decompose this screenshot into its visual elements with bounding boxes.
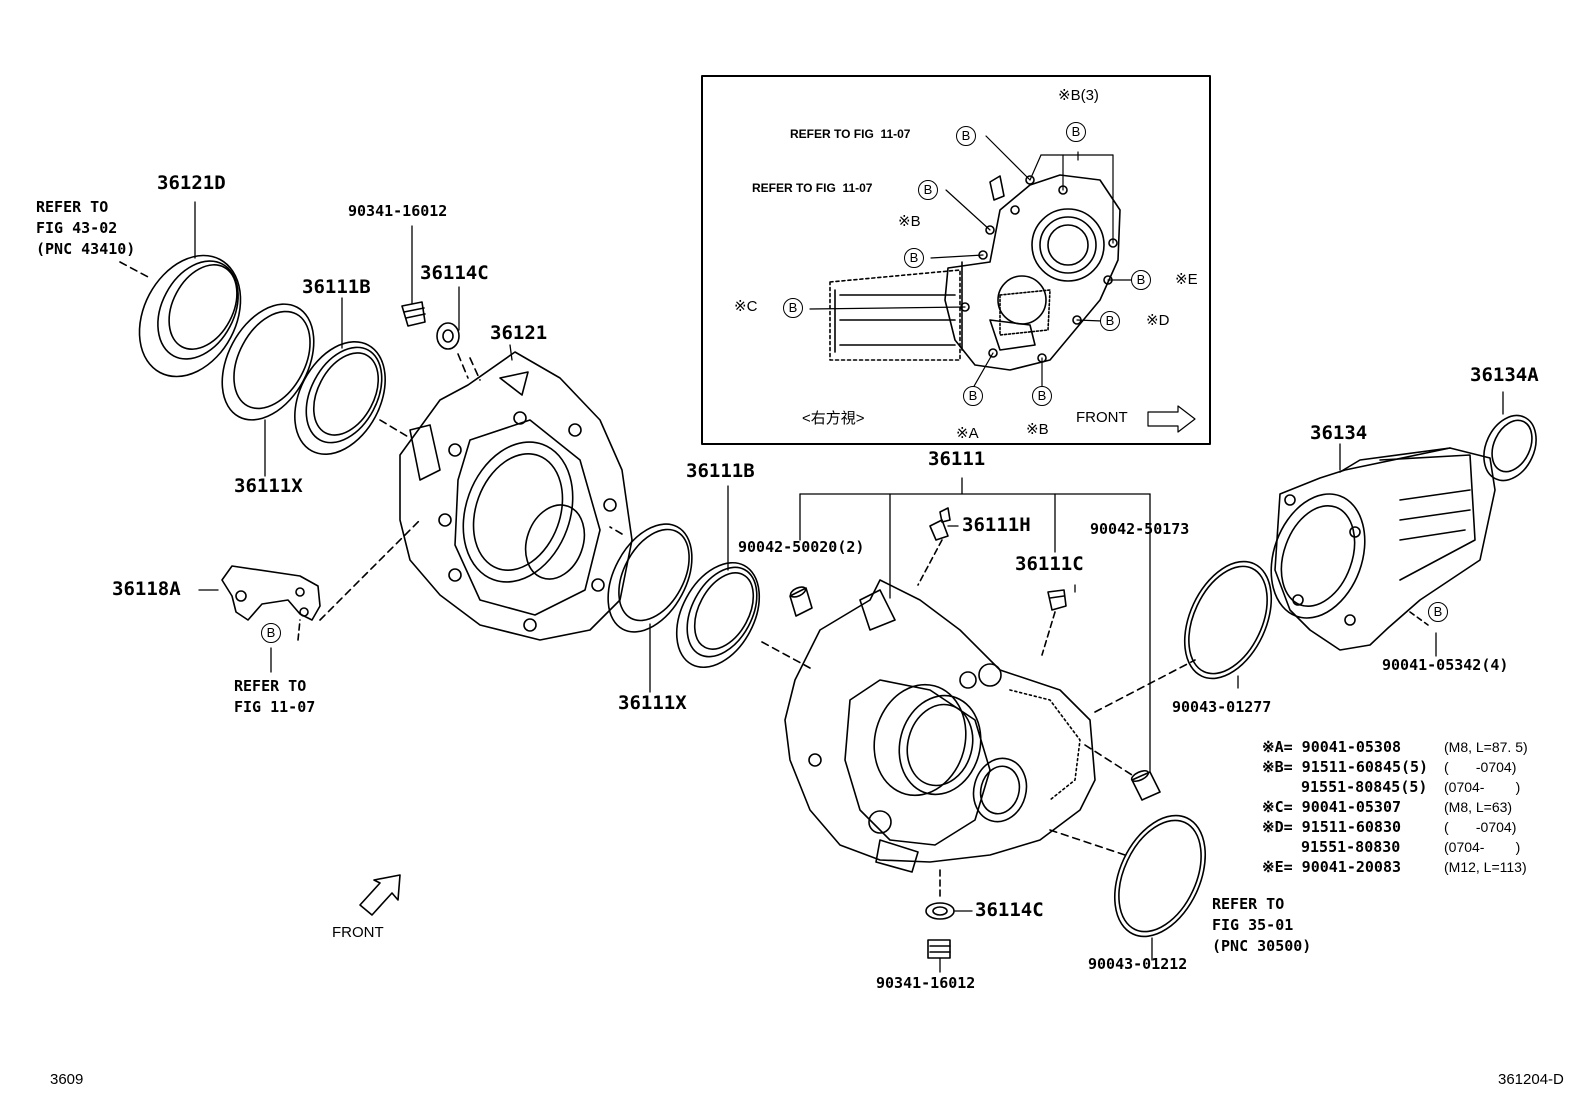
label-36111H: 36111H [962, 514, 1031, 536]
ref-fig-11-07-line1: REFER TO [234, 677, 307, 695]
label-36111X-mid: 36111X [618, 692, 687, 714]
legend-d2-key: 91551-80830 [1301, 838, 1401, 856]
label-90042-50173: 90042-50173 [1090, 520, 1190, 538]
breather-36111H [929, 507, 951, 541]
gasket-36114C-bot [925, 902, 955, 920]
legend-c-key: ※C= 90041-05307 [1262, 798, 1401, 816]
inset-xb-label: ※B [898, 213, 921, 230]
inset-refer-fig-1: REFER TO FIG 11-07 [790, 127, 911, 141]
inset-xd-label: ※D [1146, 312, 1170, 329]
label-90043-01277: 90043-01277 [1172, 698, 1272, 716]
label-36111X-top: 36111X [234, 475, 303, 497]
inset-frame [701, 75, 1211, 445]
housing-36121 [399, 351, 633, 641]
inset-housing-drawing [829, 174, 1121, 371]
footer-illustration-code: 361204-D [1498, 1071, 1564, 1088]
leader-lines [194, 201, 1504, 973]
inset-bolt-b-4: B [904, 248, 924, 268]
label-36114C-bot: 36114C [975, 899, 1044, 921]
legend-b2-key: 91551-80845(5) [1301, 778, 1428, 796]
ref-fig-43-02-line3: (PNC 43410) [36, 240, 136, 258]
inset-bolt-b-9: B [1032, 386, 1052, 406]
plug-36111C [1047, 589, 1067, 611]
label-36111B-top: 36111B [302, 276, 371, 298]
legend-b-key: ※B= 91511-60845(5) [1262, 758, 1429, 776]
inset-leader-lines [809, 135, 1196, 433]
legend-d-spec: ( -0704) [1444, 819, 1517, 835]
dowel-pin-90042-50173 [1130, 769, 1161, 801]
legend-b-spec: ( -0704) [1444, 759, 1517, 775]
footer-figure-number: 3609 [50, 1071, 84, 1088]
bracket-36118A [221, 565, 321, 621]
inset-refer-fig-2: REFER TO FIG 11-07 [752, 181, 873, 195]
case-36111 [784, 579, 1096, 873]
plug-90341-16012-bot [927, 939, 951, 959]
legend-c-spec: (M8, L=63) [1444, 799, 1513, 815]
legend-e-key: ※E= 90041-20083 [1262, 858, 1401, 876]
inset-bolt-b-7: B [1100, 311, 1120, 331]
legend-d-key: ※D= 91511-60830 [1262, 818, 1401, 836]
seal-36134A [1483, 414, 1537, 482]
legend-e-spec: (M12, L=113) [1444, 859, 1527, 875]
gasket-36114C-top [436, 322, 460, 350]
label-36121: 36121 [490, 322, 548, 344]
inset-xb2-label: ※B [1026, 421, 1049, 438]
legend-a-spec: (M8, L=87. 5) [1444, 739, 1528, 755]
label-90042-50020: 90042-50020(2) [738, 538, 865, 556]
ref-fig-11-07-line2: FIG 11-07 [234, 698, 316, 716]
label-36121D: 36121D [157, 172, 226, 194]
label-90043-01212: 90043-01212 [1088, 955, 1188, 973]
inset-bolt-b-3: B [1066, 122, 1086, 142]
bearing-36111B-mid [675, 561, 761, 669]
inset-bolt-b-6: B [1131, 270, 1151, 290]
legend-a-key: ※A= 90041-05308 [1262, 738, 1401, 756]
inset-bolt-b-2: B [918, 180, 938, 200]
label-36134A: 36134A [1470, 364, 1539, 386]
front-label: FRONT [332, 924, 384, 941]
ref-fig-35-01-line1: REFER TO [1212, 895, 1285, 913]
label-36111B-mid: 36111B [686, 460, 755, 482]
label-36114C-top: 36114C [420, 262, 489, 284]
ref-fig-43-02-line1: REFER TO [36, 198, 109, 216]
inset-b3-label: ※B(3) [1058, 87, 1099, 104]
ref-fig-43-02-line2: FIG 43-02 [36, 219, 118, 237]
label-90041-05342: 90041-05342(4) [1382, 656, 1509, 674]
inset-view-label: <右方視> [802, 410, 865, 427]
inset-xe-label: ※E [1175, 271, 1198, 288]
oring-90043-01212 [1113, 814, 1207, 938]
front-arrow-icon [359, 874, 401, 916]
label-36134: 36134 [1310, 422, 1368, 444]
dowel-pin-90042-50020 [789, 586, 813, 617]
inset-bolt-b-1: B [956, 126, 976, 146]
label-90341-16012-bot: 90341-16012 [876, 974, 976, 992]
bearing-36111B-top [294, 340, 386, 456]
ref-fig-35-01-line3: (PNC 30500) [1212, 937, 1312, 955]
inset-xa-label: ※A [956, 425, 979, 442]
bolt-b-circle-extension: B [1428, 602, 1448, 622]
label-36111C: 36111C [1015, 553, 1084, 575]
legend-d2-spec: (0704- ) [1444, 839, 1521, 855]
label-36111: 36111 [928, 448, 986, 470]
extension-housing-36134 [1270, 447, 1496, 651]
plug-90341-16012-top [401, 301, 426, 327]
legend-b2-spec: (0704- ) [1444, 779, 1521, 795]
inset-front-arrow [1147, 405, 1196, 433]
oring-90043-01277 [1183, 560, 1273, 680]
seal-36121D [138, 254, 242, 378]
inset-front-label: FRONT [1076, 409, 1128, 426]
inset-xc-label: ※C [734, 298, 758, 315]
inset-bolt-b-8: B [963, 386, 983, 406]
inset-bolt-b-5: B [783, 298, 803, 318]
label-36118A: 36118A [112, 578, 181, 600]
seal-36111X-mid [607, 523, 693, 633]
ref-fig-35-01-line2: FIG 35-01 [1212, 916, 1294, 934]
label-90341-16012-top: 90341-16012 [348, 202, 448, 220]
bolt-b-circle-bracket: B [261, 623, 281, 643]
seal-36111X-top [221, 303, 315, 421]
